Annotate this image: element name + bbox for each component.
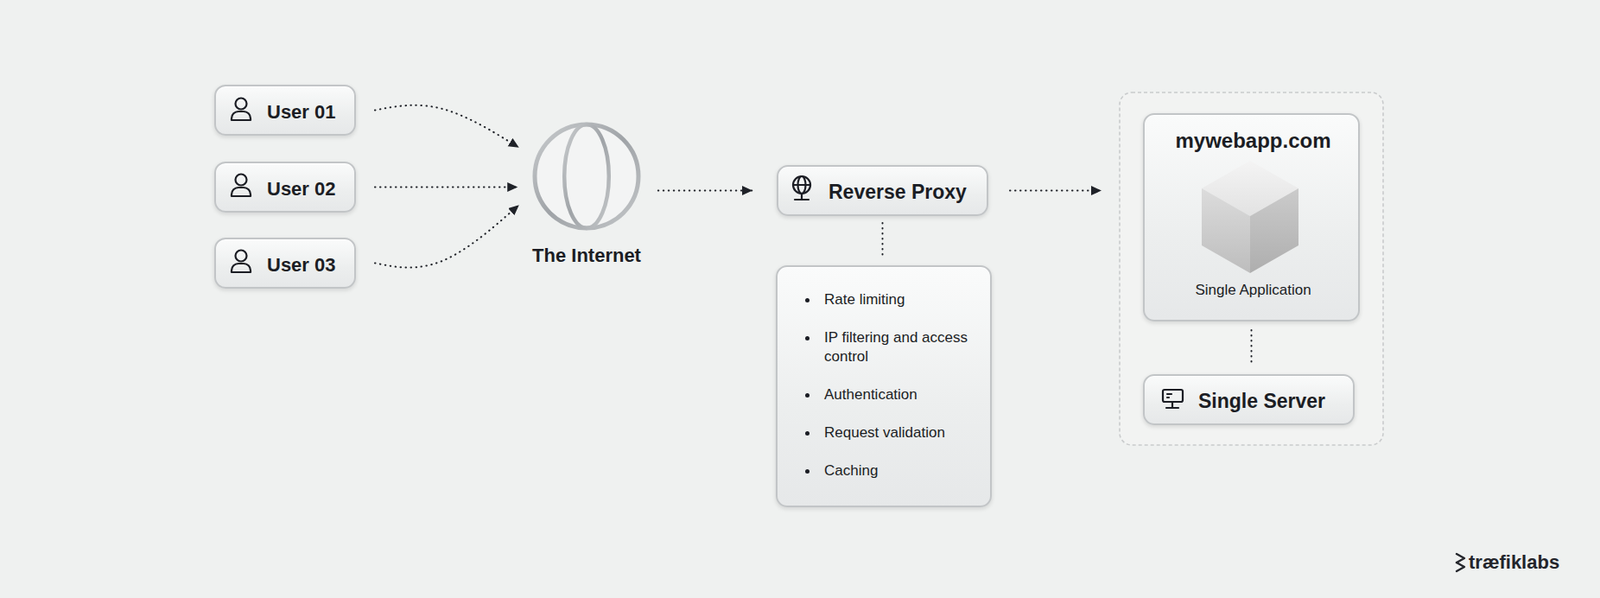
server-box: Single Server [1142, 374, 1355, 426]
bullet-dot [805, 469, 810, 474]
dotted-connector [882, 222, 884, 259]
logo-chevron [1456, 562, 1465, 572]
feature-item: Caching [824, 461, 973, 481]
cube-right [1250, 188, 1299, 274]
cube-illustration [1201, 160, 1299, 274]
feature-item: Rate limiting [824, 290, 973, 310]
node-label: mywebapp.com [1174, 126, 1331, 154]
dotted-connector [658, 190, 753, 192]
server-body [1162, 389, 1183, 402]
dotted-connector [1250, 330, 1253, 366]
user-icon [231, 98, 251, 121]
dotted-connector [374, 186, 518, 189]
internet-globe: The Internet [532, 121, 642, 231]
globe-equator [793, 184, 811, 186]
user-icon-head [235, 98, 248, 110]
cube-top [1201, 160, 1299, 216]
icon-base [1166, 406, 1179, 409]
icon-base [794, 198, 809, 201]
bullet-dot [805, 431, 810, 436]
reverse-proxy-box: Reverse Proxy [776, 165, 989, 216]
bullet-dot [805, 336, 810, 341]
user-icon-body [231, 187, 251, 197]
user-icon-head [235, 250, 248, 262]
bullet-dot [805, 298, 810, 303]
bullet-dot [805, 393, 810, 398]
feature-item: IP filtering and access control [824, 328, 973, 367]
cube-left [1201, 188, 1251, 274]
node-label: Single Server [1198, 388, 1326, 415]
globe-circle [534, 124, 639, 229]
feature-item: Authentication [824, 385, 973, 405]
node-label: User 03 [266, 252, 337, 278]
node-label: User 02 [266, 176, 337, 202]
user-box: User 01 [214, 84, 356, 136]
server-slot [1167, 396, 1169, 399]
node-label: Reverse Proxy [828, 179, 967, 206]
logo-chevron [1456, 553, 1465, 563]
globe-outline [532, 121, 642, 231]
application-box: mywebapp.comSingle Application [1142, 113, 1360, 322]
user-icon-head [235, 174, 248, 186]
icon-stand [1171, 401, 1174, 407]
user-icon [231, 174, 251, 197]
node-label: The Internet [532, 243, 642, 269]
node-label: User 01 [266, 99, 337, 125]
node-label: Single Application [1194, 280, 1311, 300]
logo-symbol [1456, 553, 1465, 572]
globe-equator [534, 174, 639, 179]
feature-list-box: Rate limiting IP filtering and access con… [775, 265, 992, 508]
dotted-connector [374, 105, 520, 148]
server-slot [1167, 393, 1172, 395]
dotted-connector [374, 204, 520, 267]
user-box: User 02 [214, 161, 356, 213]
user-icon [231, 250, 251, 274]
proxy-globe-icon [793, 176, 811, 200]
server-icon [1162, 389, 1183, 408]
user-icon-body [231, 111, 251, 121]
dashed-container [1119, 92, 1384, 445]
globe-outline [793, 176, 811, 194]
globe-meridian [798, 176, 807, 194]
user-box: User 03 [214, 237, 356, 289]
feature-item: Request validation [824, 423, 973, 443]
icon-stand [800, 193, 803, 200]
logo-wordmark: træfiklabs [1468, 551, 1560, 574]
user-icon-body [231, 263, 251, 273]
dotted-connector [1009, 190, 1102, 192]
